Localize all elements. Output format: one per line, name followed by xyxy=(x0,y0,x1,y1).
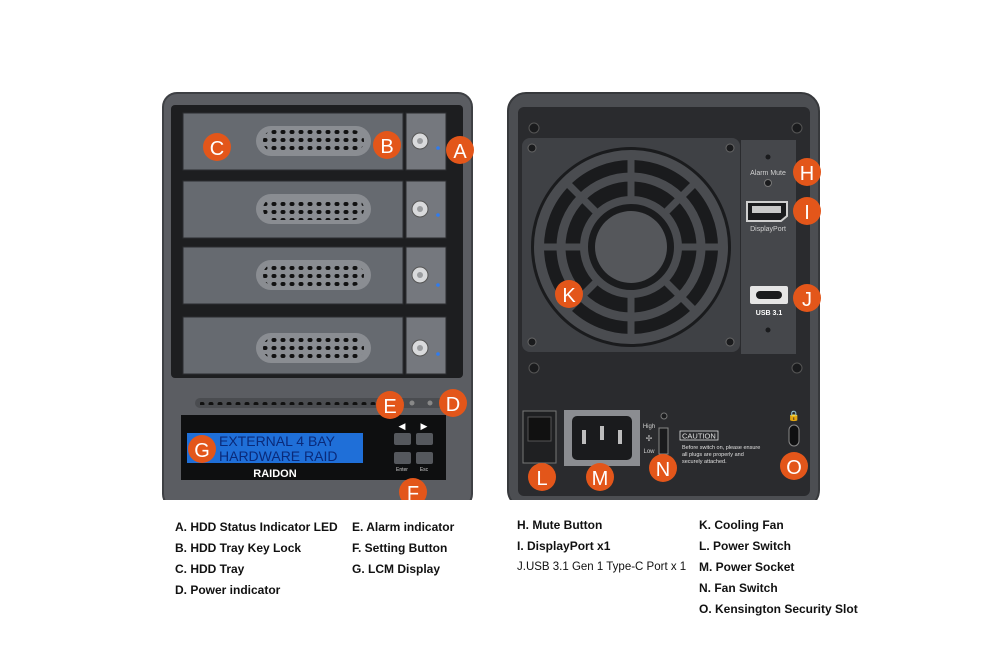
legend-item: D. Power indicator xyxy=(175,583,281,597)
svg-text:L: L xyxy=(536,468,547,490)
callout-b: B xyxy=(373,131,401,159)
caution-title: CAUTION xyxy=(682,432,716,441)
caution-line-2: all plugs are properly and xyxy=(682,452,744,458)
bay-frame xyxy=(171,105,463,378)
caution-line-3: securely attached. xyxy=(682,459,727,465)
svg-text:I: I xyxy=(804,202,810,224)
legend-item: C. HDD Tray xyxy=(175,562,245,576)
hdd-status-led xyxy=(436,146,440,150)
up-arrow-icon: ◀ xyxy=(399,421,406,431)
svg-text:J: J xyxy=(802,289,812,311)
down-arrow-icon: ▶ xyxy=(421,421,428,431)
callout-o: O xyxy=(780,452,808,480)
legend-col-4: K. Cooling Fan L. Power Switch M. Power … xyxy=(699,515,858,620)
svg-text:O: O xyxy=(786,457,802,479)
tray-lock-icon[interactable] xyxy=(411,339,429,357)
legend-col-1: A. HDD Status Indicator LED B. HDD Tray … xyxy=(175,517,338,601)
legend-item: A. HDD Status Indicator LED xyxy=(175,520,338,534)
lcd-display xyxy=(187,433,363,463)
legend-col-2: E. Alarm indicator F. Setting Button G. … xyxy=(352,517,454,580)
kensington-slot[interactable] xyxy=(788,424,800,447)
callout-h: H xyxy=(793,158,821,186)
io-plate xyxy=(741,140,796,354)
cooling-fan xyxy=(522,138,740,352)
legend-item: E. Alarm indicator xyxy=(352,520,455,534)
legend-item: M. Power Socket xyxy=(699,560,795,574)
callout-f: F xyxy=(399,478,427,500)
legend-item: J.USB 3.1 Gen 1 Type-C Port x 1 xyxy=(517,561,687,573)
power-switch[interactable] xyxy=(522,410,557,464)
svg-text:D: D xyxy=(446,394,460,416)
hdd-status-led xyxy=(436,352,440,356)
tray-lock-icon[interactable] xyxy=(411,132,429,150)
svg-text:F: F xyxy=(407,483,419,500)
alarm-indicator xyxy=(409,400,415,406)
callout-c: C xyxy=(203,133,231,161)
up-button[interactable] xyxy=(394,433,411,445)
enter-label: Enter xyxy=(396,467,408,473)
callout-d: D xyxy=(439,389,467,417)
svg-text:C: C xyxy=(210,138,224,160)
callout-k: K xyxy=(555,280,583,308)
legend-item: I. DisplayPort x1 xyxy=(517,539,611,553)
svg-text:M: M xyxy=(592,468,609,490)
hdd-tray[interactable] xyxy=(182,180,447,239)
hdd-tray[interactable] xyxy=(182,246,447,305)
svg-text:H: H xyxy=(800,163,814,185)
legend-item: H. Mute Button xyxy=(517,518,603,532)
callout-a: A xyxy=(446,136,474,164)
callout-e: E xyxy=(376,391,404,419)
legend-item: F. Setting Button xyxy=(352,541,448,555)
device-diagram: EXTERNAL 4 BAY HARDWARE RAID RAIDON ◀ ▶ … xyxy=(162,92,821,500)
tray-lock-icon[interactable] xyxy=(411,266,429,284)
hdd-status-led xyxy=(436,213,440,217)
down-button[interactable] xyxy=(416,433,433,445)
hdd-tray[interactable] xyxy=(182,316,447,375)
power-socket[interactable] xyxy=(564,410,640,466)
lock-icon: 🔒 xyxy=(788,410,800,422)
legend-item: B. HDD Tray Key Lock xyxy=(175,541,302,555)
callout-j: J xyxy=(793,284,821,312)
svg-text:B: B xyxy=(380,136,393,158)
lcd-line-2: HARDWARE RAID xyxy=(219,448,338,464)
esc-button[interactable] xyxy=(416,452,433,464)
fan-icon: ✢ xyxy=(646,434,653,443)
fan-low-label: Low xyxy=(643,449,655,455)
tray-lock-icon[interactable] xyxy=(411,200,429,218)
esc-label: Esc xyxy=(420,467,429,473)
displayport-label: DisplayPort xyxy=(750,226,786,233)
callout-n: N xyxy=(649,454,677,482)
enter-button[interactable] xyxy=(394,452,411,464)
mute-button[interactable] xyxy=(764,179,772,187)
fan-high-label: High xyxy=(643,424,655,430)
usb-label: USB 3.1 xyxy=(756,310,783,317)
legend-item: G. LCM Display xyxy=(352,562,441,576)
legend-item: N. Fan Switch xyxy=(699,581,778,595)
legend-item: O. Kensington Security Slot xyxy=(699,602,858,616)
callout-g: G xyxy=(188,435,216,463)
svg-text:E: E xyxy=(383,396,396,418)
svg-text:K: K xyxy=(562,285,576,307)
legend-col-3: H. Mute Button I. DisplayPort x1 J.USB 3… xyxy=(517,515,686,578)
lcd-line-1: EXTERNAL 4 BAY xyxy=(219,433,336,449)
rear-unit: Alarm Mute DisplayPort USB 3.1 High ✢ Lo… xyxy=(507,92,820,500)
hdd-status-led xyxy=(436,283,440,287)
legend-item: K. Cooling Fan xyxy=(699,518,784,532)
caution-line-1: Before switch on, please ensure xyxy=(682,445,760,451)
caution-badge xyxy=(679,430,719,441)
fan-switch[interactable] xyxy=(658,427,669,455)
callout-i: I xyxy=(793,197,821,225)
svg-text:N: N xyxy=(656,459,670,481)
callout-m: M xyxy=(586,463,614,491)
callout-l: L xyxy=(528,463,556,491)
svg-text:A: A xyxy=(453,141,467,163)
power-indicator xyxy=(427,400,433,406)
legend-item: L. Power Switch xyxy=(699,539,792,553)
brand-logo: RAIDON xyxy=(253,468,296,480)
svg-text:G: G xyxy=(194,440,210,462)
alarm-mute-label: Alarm Mute xyxy=(750,170,786,177)
